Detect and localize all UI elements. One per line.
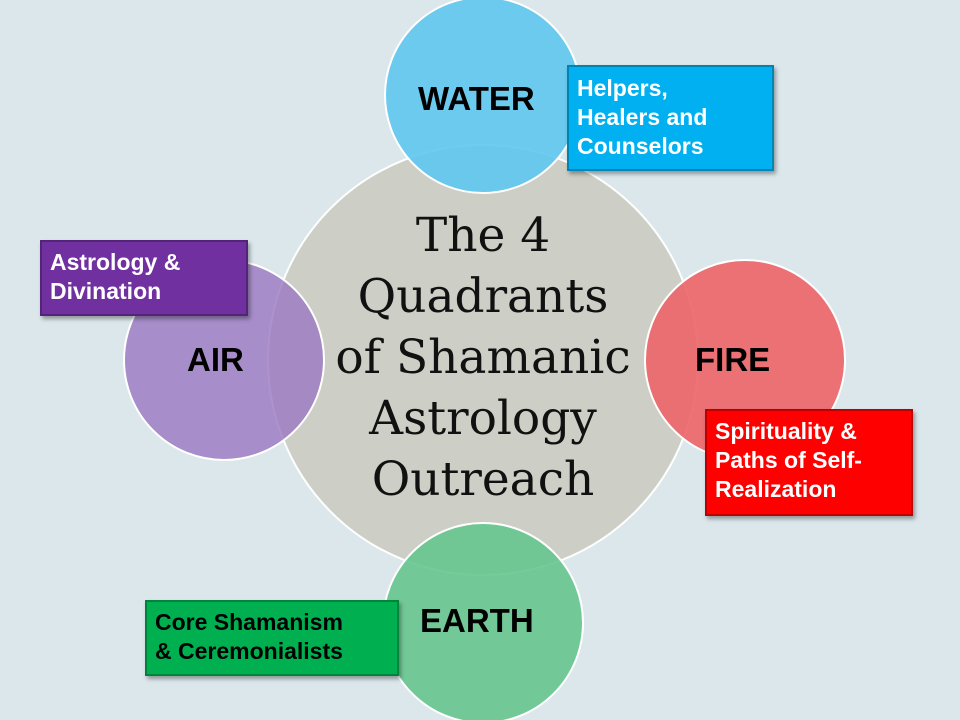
box-line: Divination (50, 278, 162, 304)
earth-label: EARTH (420, 602, 534, 639)
fire-label: FIRE (695, 341, 771, 378)
box-line: Astrology & (50, 249, 181, 275)
box-line: Paths of Self- (715, 447, 862, 473)
box-line: Counselors (577, 133, 704, 159)
title-line: Astrology (369, 391, 597, 446)
box-line: Healers and (577, 104, 708, 130)
box-line: & Ceremonialists (155, 638, 343, 664)
air-label: AIR (187, 341, 244, 378)
box-line: Spirituality & (715, 418, 857, 444)
box-line: Realization (715, 476, 837, 502)
title-line: Outreach (371, 452, 595, 507)
center-title: The 4 Quadrants of Shamanic Astrology Ou… (300, 205, 666, 510)
water-label: WATER (418, 80, 535, 117)
earth-box: Core Shamanism & Ceremonialists (145, 600, 399, 676)
box-line: Helpers, (577, 75, 668, 101)
title-line: The 4 (415, 208, 551, 263)
title-line: Quadrants (357, 269, 609, 324)
water-box: Helpers, Healers and Counselors (567, 65, 774, 171)
title-line: of Shamanic (335, 330, 631, 385)
air-box: Astrology & Divination (40, 240, 248, 316)
box-line: Core Shamanism (155, 609, 343, 635)
fire-box: Spirituality & Paths of Self- Realizatio… (705, 409, 913, 516)
